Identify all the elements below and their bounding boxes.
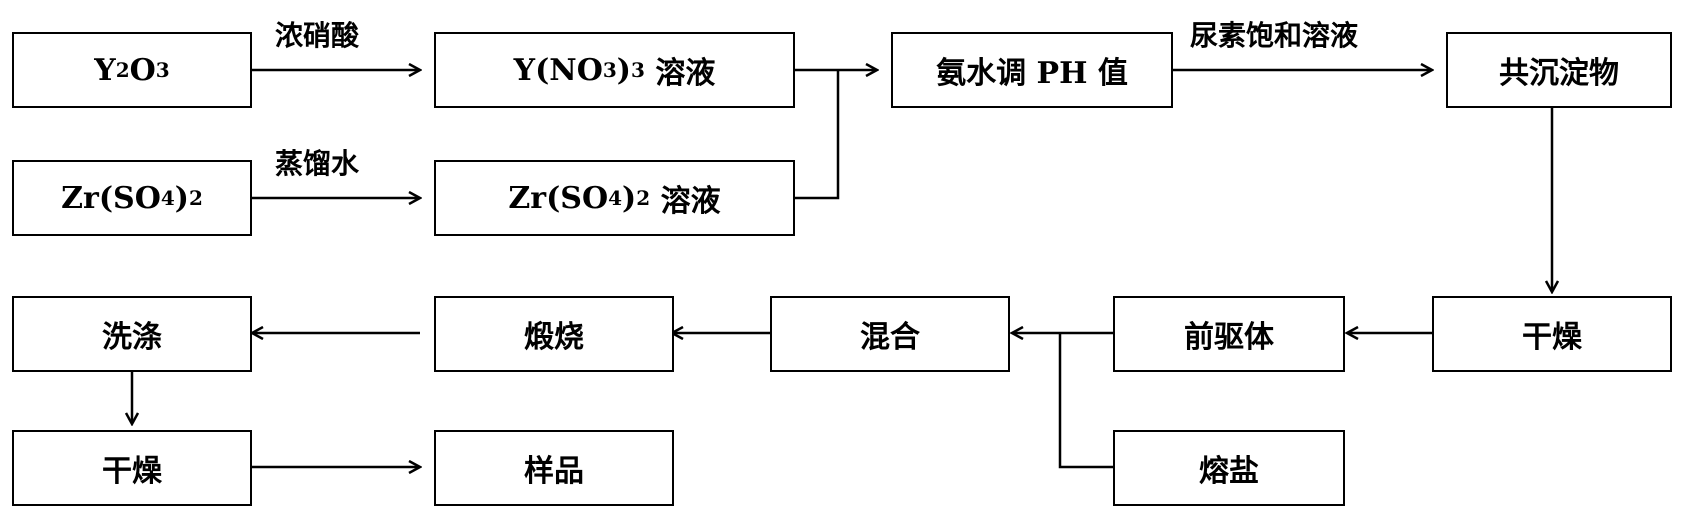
node-precursor: 前驱体 bbox=[1113, 296, 1345, 372]
node-drying-2: 干燥 bbox=[12, 430, 252, 506]
connector-zrso4-solution-to-merge bbox=[795, 70, 838, 198]
node-coprecipitate: 共沉淀物 bbox=[1446, 32, 1672, 108]
node-molten-salt: 熔盐 bbox=[1113, 430, 1345, 506]
node-zrso4-solution: Zr(SO4)2 溶液 bbox=[434, 160, 795, 236]
node-sample: 样品 bbox=[434, 430, 674, 506]
node-zrso4-solution-post: 溶液 bbox=[650, 176, 720, 220]
node-yno3-solution: Y(NO3)3 溶液 bbox=[434, 32, 795, 108]
node-mixing: 混合 bbox=[770, 296, 1010, 372]
node-y2o3-mid: O bbox=[130, 53, 156, 88]
node-yno3-mid: ) bbox=[617, 53, 631, 88]
node-y2o3: Y2O3 bbox=[12, 32, 252, 108]
node-yno3-post: 溶液 bbox=[645, 48, 715, 92]
node-drying-1: 干燥 bbox=[1432, 296, 1672, 372]
connector-molten-salt-to-mixing bbox=[1060, 333, 1113, 467]
node-ammonia-ph: 氨水调 PH 值 bbox=[891, 32, 1173, 108]
node-zrso4-solution-pre: Zr(SO bbox=[508, 181, 608, 216]
label-distilled-water: 蒸馏水 bbox=[275, 142, 359, 182]
node-zrso4-solution-mid: ) bbox=[622, 181, 636, 216]
label-urea-saturated-solution: 尿素饱和溶液 bbox=[1190, 14, 1358, 54]
node-zrso4-mid: ) bbox=[175, 181, 189, 216]
node-washing: 洗涤 bbox=[12, 296, 252, 372]
node-zrso4: Zr(SO4)2 bbox=[12, 160, 252, 236]
node-y2o3-pre: Y bbox=[94, 53, 115, 88]
label-conc-nitric-acid: 浓硝酸 bbox=[275, 14, 359, 54]
node-calcination: 煅烧 bbox=[434, 296, 674, 372]
node-zrso4-pre: Zr(SO bbox=[61, 181, 161, 216]
node-yno3-pre: Y(NO bbox=[514, 53, 603, 88]
